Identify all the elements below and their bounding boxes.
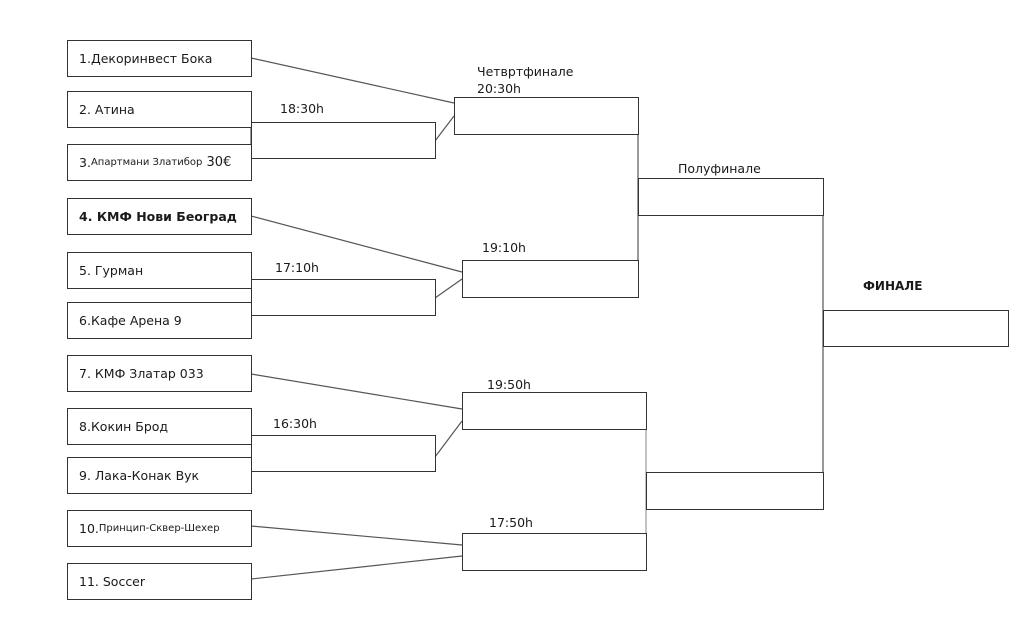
team-name: Принцип-Сквер-Шехер: [98, 523, 220, 534]
round1-match-b: [251, 279, 436, 316]
team-box-4: 4. КМФ Нови Београд: [67, 198, 252, 235]
team-number: 1.: [79, 51, 91, 66]
round1-match-b-time: 17:10h: [275, 260, 319, 275]
quarterfinal-2: [462, 260, 639, 298]
team-number: 9.: [79, 468, 95, 483]
team-box-1: 1.Декоринвест Бока: [67, 40, 252, 77]
qf2-time: 19:10h: [482, 240, 526, 255]
team-box-2: 2. Атина: [67, 91, 252, 128]
final-title: ФИНАЛЕ: [863, 279, 923, 293]
team-name: Лака-Конак Вук: [94, 468, 200, 483]
quarterfinal-4: [462, 533, 647, 571]
connector-line: [250, 555, 463, 580]
team-name: Кокин Брод: [90, 419, 169, 434]
quarterfinal-3: [462, 392, 647, 430]
team-name: Атина: [94, 102, 135, 117]
team-box-10: 10.Принцип-Сквер-Шехер: [67, 510, 252, 547]
semifinal-2: [646, 472, 824, 510]
team-box-6: 6.Кафе Арена 9: [67, 302, 252, 339]
connector-line: [250, 57, 455, 104]
team-box-11: 11. Soccer: [67, 563, 252, 600]
connector-line: [250, 373, 463, 410]
team-number: 3.: [79, 155, 91, 170]
team-box-8: 8.Кокин Брод: [67, 408, 252, 445]
team-name: КМФ Нови Београд: [96, 209, 237, 224]
round1-match-a: [251, 122, 436, 159]
final-match: [823, 310, 1009, 347]
qf3-time: 19:50h: [487, 377, 531, 392]
team-box-5: 5. Гурман: [67, 252, 252, 289]
team-box-9: 9. Лака-Конак Вук: [67, 457, 252, 494]
qf1-time: 20:30h: [477, 81, 521, 96]
team-number: 8.: [79, 419, 91, 434]
connector-line: [434, 115, 455, 142]
team-number: 6.: [79, 313, 91, 328]
round1-match-c: [251, 435, 436, 472]
connector-line: [434, 420, 463, 458]
semifinal-1: [638, 178, 824, 216]
team-number: 7.: [79, 366, 95, 381]
qf4-time: 17:50h: [489, 515, 533, 530]
connector-line: [250, 215, 463, 273]
round1-match-a-time: 18:30h: [280, 101, 324, 116]
team-box-7: 7. КМФ Златар 033: [67, 355, 252, 392]
team-name: Декоринвест Бока: [90, 51, 213, 66]
team-name: КМФ Златар 033: [94, 366, 204, 381]
connector-line: [250, 525, 463, 546]
team-number: 11.: [79, 574, 103, 589]
quarterfinal-1: [454, 97, 639, 135]
team-box-3: 3.Апартмани Златибор 30€: [67, 144, 252, 181]
quarterfinals-title: Четвртфинале: [477, 64, 574, 79]
connector-line: [434, 278, 463, 299]
team-name: Апартмани Златибор: [90, 157, 203, 168]
team-name: Кафе Арена 9: [90, 313, 182, 328]
team-extra: 30€: [202, 155, 232, 170]
team-number: 10.: [79, 521, 99, 536]
team-name: Soccer: [102, 574, 146, 589]
team-number: 5.: [79, 263, 95, 278]
round1-match-c-time: 16:30h: [273, 416, 317, 431]
team-number: 4.: [79, 209, 97, 224]
semifinals-title: Полуфинале: [678, 161, 761, 176]
team-number: 2.: [79, 102, 95, 117]
team-name: Гурман: [94, 263, 144, 278]
